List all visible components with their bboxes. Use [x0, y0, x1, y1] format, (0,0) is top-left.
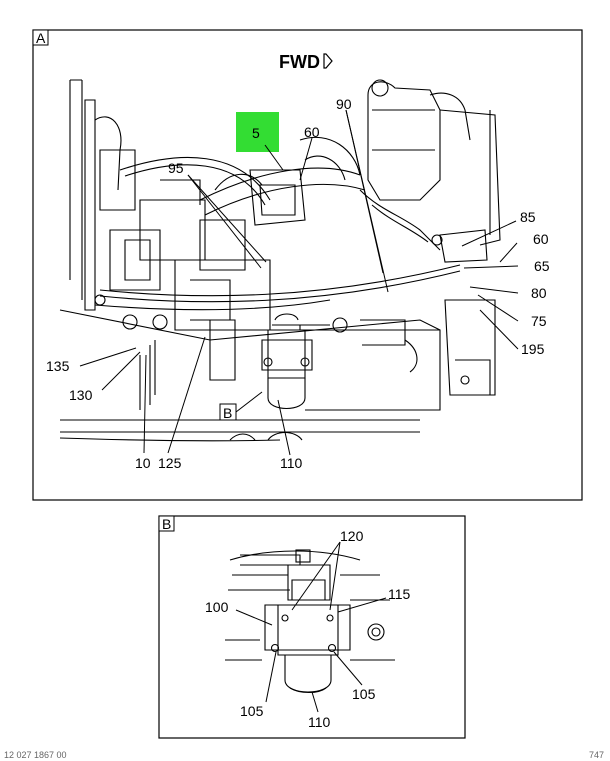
callout-90: 90 [336, 96, 352, 112]
callout-110-view-a: 110 [280, 455, 303, 471]
view-a: A FWD [32, 29, 583, 501]
callout-60-top: 60 [304, 124, 320, 140]
callouts-view-a [79, 109, 519, 456]
callout-65: 65 [534, 258, 550, 274]
callouts-view-b [235, 541, 387, 713]
callout-110-view-b: 110 [308, 714, 331, 730]
callout-95: 95 [168, 160, 184, 176]
callout-105-right: 105 [352, 686, 376, 702]
callout-80: 80 [531, 285, 547, 301]
view-b-tag-box [158, 515, 175, 532]
view-a-tag: A [36, 30, 46, 46]
callout-105-left: 105 [240, 703, 264, 719]
view-b-tag: B [162, 516, 171, 532]
filter-bracket-assembly [225, 549, 395, 694]
callout-120: 120 [340, 528, 364, 544]
forward-arrow-icon [323, 53, 333, 69]
callout-75: 75 [531, 313, 547, 329]
callout-10: 10 [135, 455, 151, 471]
view-b: B [158, 515, 466, 739]
view-b-reference: B [223, 405, 232, 421]
callout-85: 85 [520, 209, 536, 225]
callout-100: 100 [205, 599, 229, 615]
engine-assembly [59, 79, 501, 442]
callout-5-highlight [236, 112, 279, 152]
callout-115: 115 [388, 586, 411, 602]
view-a-frame [32, 29, 583, 501]
callout-5: 5 [252, 125, 260, 141]
callout-125: 125 [158, 455, 182, 471]
footer-code: 12 027 1867 00 [4, 750, 67, 760]
callout-130: 130 [69, 387, 93, 403]
view-b-frame [158, 515, 466, 739]
callout-135: 135 [46, 358, 70, 374]
callout-60-right: 60 [533, 231, 549, 247]
forward-label: FWD [279, 52, 320, 72]
footer-page: 747 [588, 750, 604, 760]
view-a-tag-box [32, 29, 49, 46]
callout-195: 195 [521, 341, 545, 357]
